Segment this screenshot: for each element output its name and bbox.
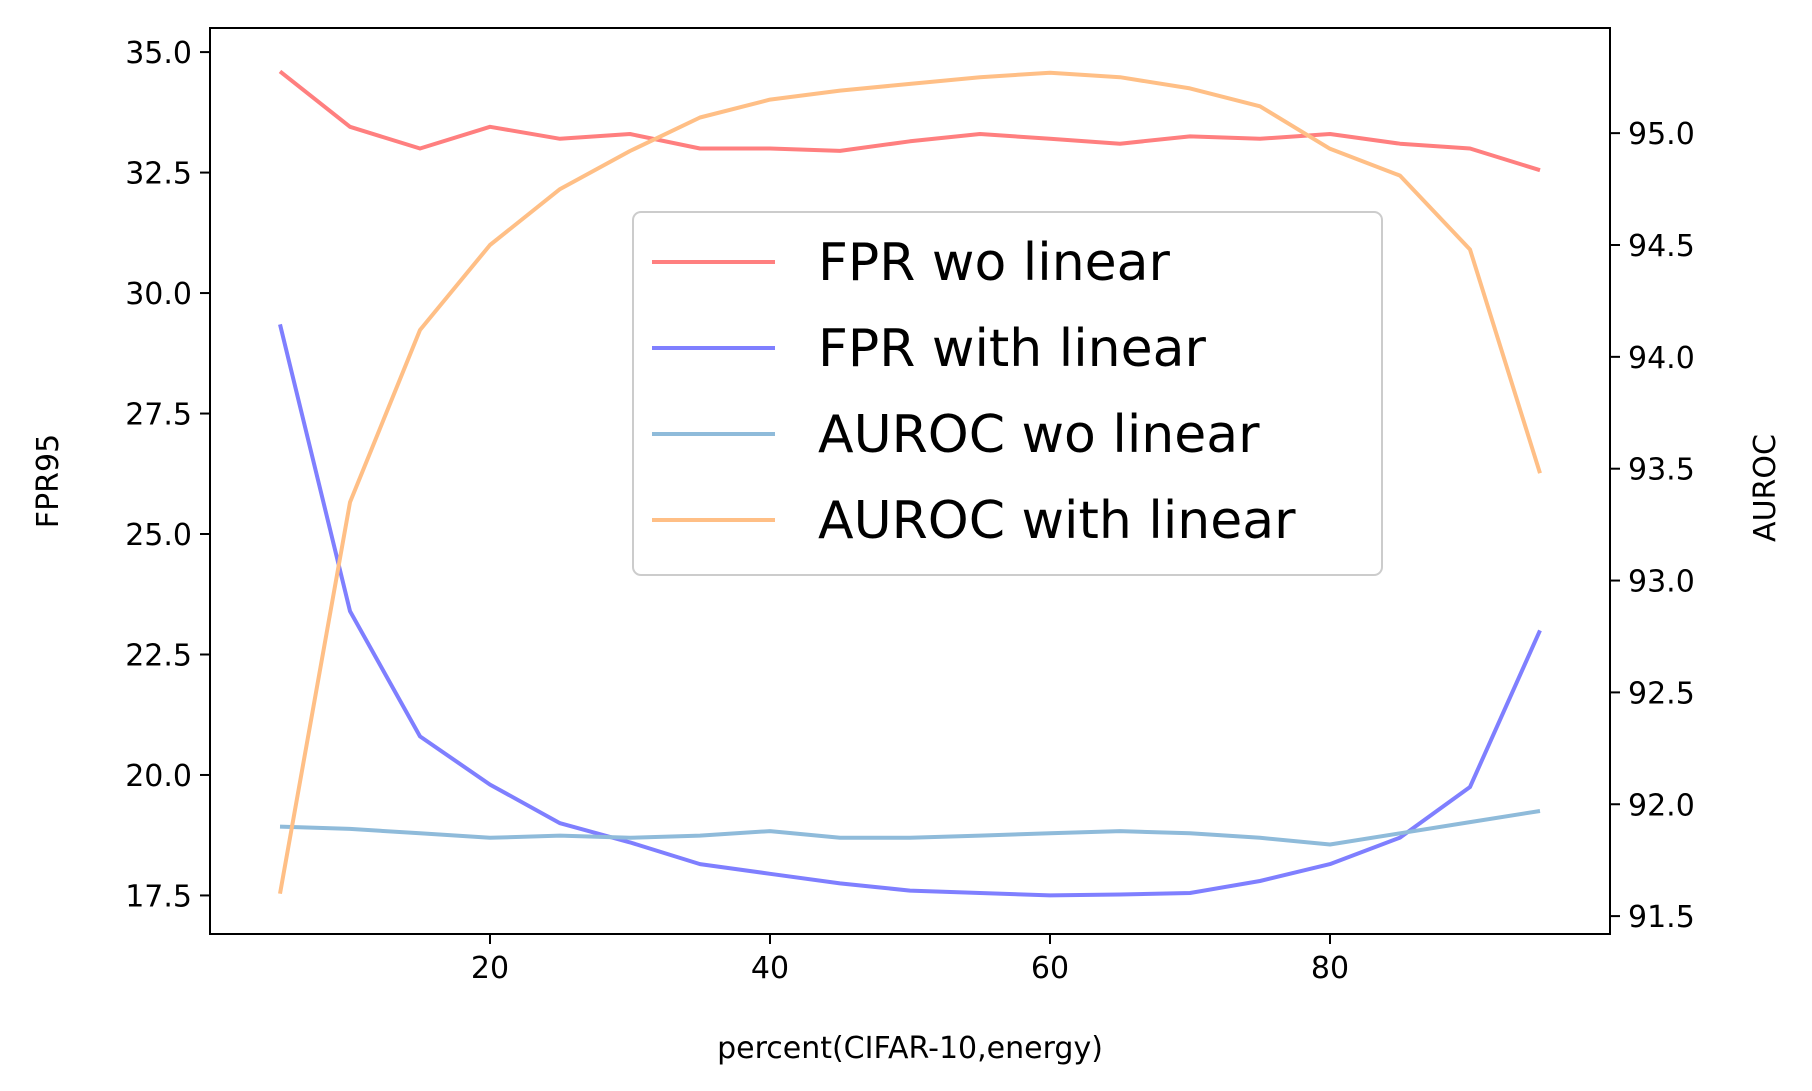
series-line-fpr-wo-linear: [278, 69, 1541, 173]
left-y-tick-label: 35.0: [125, 36, 192, 71]
right-y-tick-label: 93.5: [1628, 453, 1695, 488]
right-y-tick-label: 91.5: [1628, 900, 1695, 935]
x-tick-label: 40: [751, 951, 789, 986]
series-line-auroc-wo-linear: [279, 809, 1541, 847]
left-y-tick-label: 30.0: [125, 277, 192, 312]
x-axis-ticks: 20 40 60 80: [471, 934, 1349, 986]
plot-frame: [209, 27, 1611, 935]
right-y-axis-ticks: 91.5 92.0 92.5 93.0 93.5 94.0 94.5 95.0: [1610, 117, 1695, 935]
legend: FPR wo linear FPR with linear AUROC wo l…: [632, 211, 1383, 576]
series-layer: [278, 69, 1542, 898]
left-y-axis-ticks: 17.5 20.0 22.5 25.0 27.5 30.0 32.5 35.0: [125, 36, 210, 914]
left-y-tick-label: 22.5: [125, 638, 192, 673]
x-tick-label: 20: [471, 951, 509, 986]
left-y-tick-label: 20.0: [125, 759, 192, 794]
right-y-tick-label: 93.0: [1628, 565, 1695, 600]
left-y-tick-label: 27.5: [125, 398, 192, 433]
left-y-tick-label: 32.5: [125, 157, 192, 192]
legend-label-auroc-with-linear: AUROC with linear: [818, 491, 1296, 551]
x-tick-label: 80: [1311, 951, 1349, 986]
x-tick-label: 60: [1031, 951, 1069, 986]
legend-label-fpr-wo-linear: FPR wo linear: [818, 233, 1171, 293]
left-y-tick-label: 17.5: [125, 879, 192, 914]
legend-box: [632, 211, 1383, 576]
right-y-tick-label: 95.0: [1628, 117, 1695, 152]
legend-label-fpr-with-linear: FPR with linear: [818, 319, 1206, 379]
series-line-auroc-with-linear: [278, 70, 1542, 895]
left-y-tick-label: 25.0: [125, 518, 192, 553]
x-axis-label: percent(CIFAR-10,energy): [717, 1031, 1103, 1066]
right-y-axis-label: AUROC: [1748, 434, 1783, 542]
legend-label-auroc-wo-linear: AUROC wo linear: [818, 405, 1260, 465]
right-y-tick-label: 92.5: [1628, 676, 1695, 711]
series-line-fpr-with-linear: [278, 323, 1542, 898]
right-y-tick-label: 92.0: [1628, 788, 1695, 823]
right-y-tick-label: 94.0: [1628, 341, 1695, 376]
right-y-tick-label: 94.5: [1628, 229, 1695, 264]
left-y-axis-label: FPR95: [31, 434, 66, 528]
